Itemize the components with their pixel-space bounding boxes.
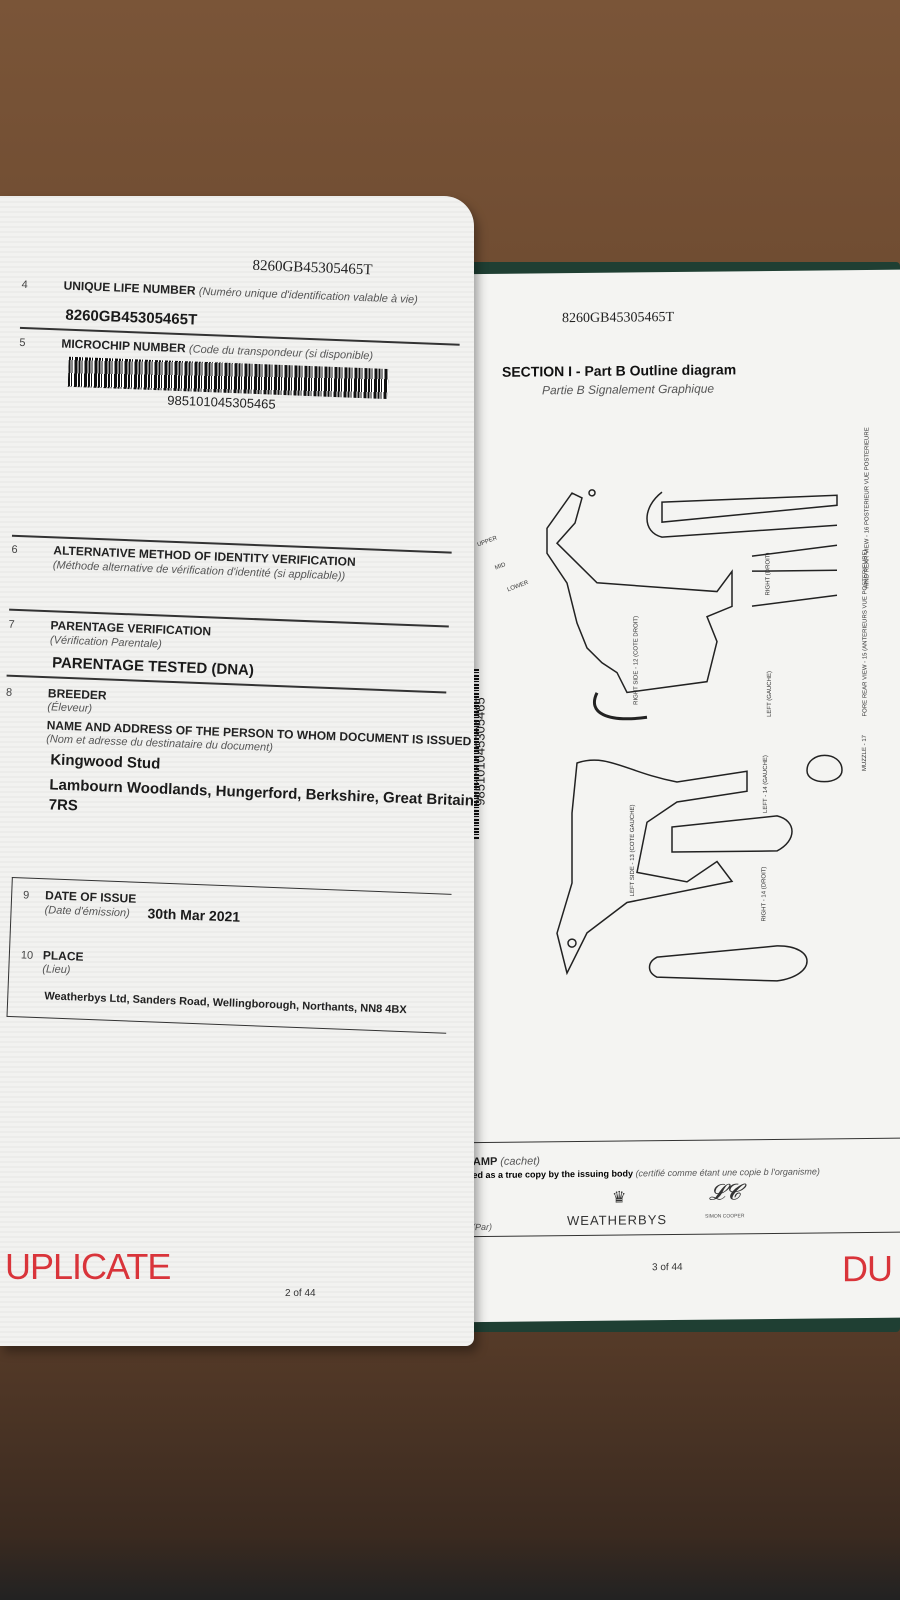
breeder-label-fr: (Éleveur) [47, 701, 93, 715]
left-page: 8260GB45305465T 4 UNIQUE LIFE NUMBER (Nu… [0, 196, 474, 1346]
microchip-number: 985101045305465 [167, 392, 276, 412]
field-number: 4 [21, 278, 28, 292]
breeder-address-line2: 7RS [48, 796, 79, 815]
label-right-side: RIGHT SIDE - 12 (COTE DROIT) [633, 615, 640, 705]
certified-en: fied as a true copy by the issuing body [467, 1168, 634, 1181]
horse-outline-diagram [546, 489, 843, 982]
right-page: 8260GB45305465T SECTION I - Part B Outli… [447, 269, 900, 1323]
microchip-barcode [67, 356, 389, 400]
stamp-label: TAMP (cachet) [467, 1155, 540, 1168]
breeder-address-line1: Lambourn Woodlands, Hungerford, Berkshir… [49, 776, 474, 810]
divider [447, 1137, 900, 1144]
breeder-name: Kingwood Stud [50, 751, 161, 773]
label-right: RIGHT (DROIT) [765, 552, 772, 596]
page-number: 3 of 44 [652, 1261, 683, 1274]
field-number: 5 [19, 336, 26, 350]
certified-text: fied as a true copy by the issuing body … [467, 1166, 820, 1180]
section-subtitle: Partie B Signalement Graphique [542, 381, 715, 398]
label-fore-rear: FORE REAR VIEW - 15 (ANTERIEURS VUE POST… [862, 549, 869, 717]
field-number: 10 [20, 949, 34, 962]
section-title: SECTION I - Part B Outline diagram [502, 361, 737, 380]
place-label-fr: (Lieu) [42, 963, 71, 977]
crest-icon: ♛ [612, 1189, 627, 1207]
header-number: 8260GB45305465T [562, 309, 674, 327]
signature: 𝓛𝓒 [709, 1179, 741, 1205]
label-en: MICROCHIP NUMBER [61, 336, 187, 356]
label-fr: (Code du transpondeur (si disponible) [188, 343, 374, 363]
divider [447, 1231, 900, 1238]
field-number: 8 [5, 686, 13, 699]
label-fr: (Numéro unique d'identification valable … [198, 285, 419, 307]
unique-life-number: 8260GB45305465T [65, 306, 198, 329]
label-left: LEFT (GAUCHE) [766, 671, 773, 717]
parentage-value: PARENTAGE TESTED (DNA) [51, 654, 255, 680]
stamp-text-fr: (cachet) [500, 1155, 540, 1168]
duplicate-watermark: UPLICATE [5, 1246, 171, 1287]
certified-fr: (certifié comme étant une copie b l'orga… [635, 1166, 820, 1179]
field-number: 9 [22, 889, 30, 902]
header-number: 8260GB45305465T [252, 257, 373, 279]
duplicate-watermark: DU [842, 1247, 892, 1290]
field-number: 6 [11, 543, 18, 556]
label-muzzle: MUZZLE - 17 [862, 734, 869, 772]
weatherbys-logo: WEATHERBYS [567, 1212, 668, 1229]
parentage-label-fr: (Vérification Parentale) [49, 634, 163, 651]
signatory-name: SIMON COOPER [705, 1213, 745, 1220]
label-en: UNIQUE LIFE NUMBER [63, 278, 196, 298]
label-left-side: LEFT SIDE - 13 (COTE GAUCHE) [629, 804, 636, 897]
label-right-14: RIGHT - 14 (DROIT) [761, 866, 768, 922]
place-label: PLACE [42, 948, 84, 964]
unique-life-number-label: UNIQUE LIFE NUMBER (Numéro unique d'iden… [63, 279, 418, 307]
label-left-14: LEFT - 14 (GAUCHE) [762, 755, 769, 814]
page-number: 2 of 44 [285, 1288, 316, 1299]
breeder-label: BREEDER [47, 686, 107, 703]
field-number: 7 [8, 618, 15, 631]
